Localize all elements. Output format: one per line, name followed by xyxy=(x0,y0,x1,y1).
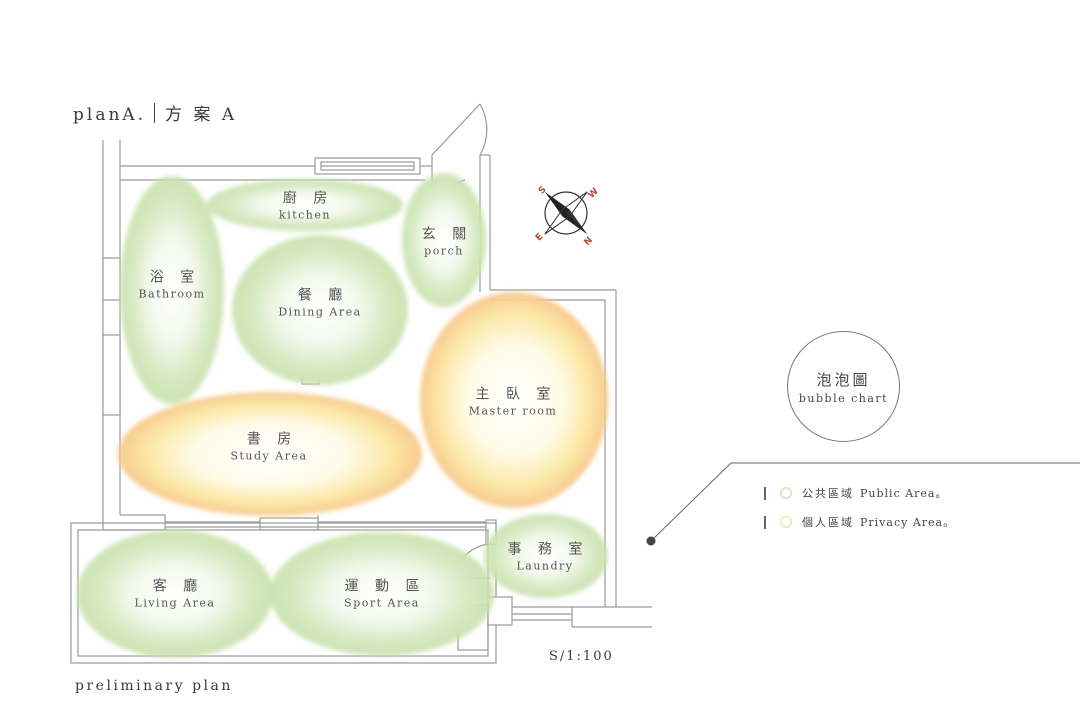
room-kitchen-zh: 廚 房 xyxy=(282,190,334,207)
room-laundry: 事 務 室 Laundry xyxy=(502,541,589,572)
compass-s: S xyxy=(537,185,549,197)
bubble-sport xyxy=(270,532,494,656)
room-living-en: Living Area xyxy=(134,595,216,609)
compass-e: E xyxy=(534,232,545,243)
room-laundry-zh: 事 務 室 xyxy=(507,541,589,558)
legend-privacy-en: Privacy Area。 xyxy=(860,516,956,529)
bubbles xyxy=(77,173,608,658)
legend-public-dot xyxy=(780,487,792,499)
room-sport-zh: 運 動 區 xyxy=(344,578,426,595)
room-dining-en: Dining Area xyxy=(278,304,362,318)
room-kitchen: 廚 房 kitchen xyxy=(277,190,333,221)
bubble-chart-zh: 泡泡圖 xyxy=(816,370,871,389)
legend-privacy: 個人區域 Privacy Area。 xyxy=(764,514,955,530)
bubble-kitchen xyxy=(207,179,403,231)
legend-public-en: Public Area。 xyxy=(860,487,948,500)
legend-connector xyxy=(646,462,1080,546)
room-study-en: Study Area xyxy=(230,448,308,462)
bubble-living xyxy=(77,530,273,658)
legend-public-zh: 公共區域 xyxy=(802,487,854,500)
legend-privacy-zh: 個人區域 xyxy=(802,516,854,529)
room-master: 主 臥 室 Master room xyxy=(469,386,558,417)
compass-n: N xyxy=(583,236,595,248)
room-kitchen-en: kitchen xyxy=(279,207,331,221)
room-master-zh: 主 臥 室 xyxy=(475,386,557,403)
room-porch-en: porch xyxy=(424,243,464,257)
room-dining-zh: 餐 廳 xyxy=(297,287,349,304)
plan-title-zh: 方 案 A xyxy=(165,105,238,125)
room-study-zh: 書 房 xyxy=(246,431,298,448)
compass-icon: S W E N xyxy=(534,185,601,248)
bubble-chart-en: bubble chart xyxy=(798,391,889,405)
bubble-study xyxy=(118,392,422,516)
footer-label: preliminary plan xyxy=(75,678,233,694)
room-sport-en: Sport Area xyxy=(344,595,420,609)
legend-privacy-dot xyxy=(780,516,792,528)
room-bathroom-en: Bathroom xyxy=(138,286,206,300)
room-living: 客 廳 Living Area xyxy=(135,578,216,609)
room-laundry-en: Laundry xyxy=(516,558,574,572)
legend-bar xyxy=(764,486,766,500)
room-study: 書 房 Study Area xyxy=(230,431,307,462)
bubble-master xyxy=(420,292,608,508)
room-bathroom: 浴 室 Bathroom xyxy=(138,269,205,300)
room-porch: 玄 關 porch xyxy=(416,226,472,257)
bubble-laundry xyxy=(484,514,608,598)
plan-title-en: planA. xyxy=(73,105,147,125)
scale-label: S/1:100 xyxy=(549,649,614,664)
room-bathroom-zh: 浴 室 xyxy=(149,269,201,286)
bubble-porch xyxy=(402,173,486,307)
title-divider xyxy=(154,103,156,123)
legend-public: 公共區域 Public Area。 xyxy=(764,485,948,501)
bubble-dining xyxy=(232,235,408,385)
room-porch-zh: 玄 關 xyxy=(421,226,473,243)
room-dining: 餐 廳 Dining Area xyxy=(278,287,361,318)
plan-title: planA. 方 案 A xyxy=(73,100,237,125)
room-living-zh: 客 廳 xyxy=(152,578,204,595)
walls xyxy=(70,103,652,664)
compass-w: W xyxy=(587,187,601,201)
legend-bar xyxy=(764,515,766,529)
bubble-bathroom xyxy=(120,176,224,404)
room-sport: 運 動 區 Sport Area xyxy=(339,578,426,609)
room-master-en: Master room xyxy=(468,403,558,417)
bubble-chart-badge: 泡泡圖 bubble chart xyxy=(787,331,900,442)
